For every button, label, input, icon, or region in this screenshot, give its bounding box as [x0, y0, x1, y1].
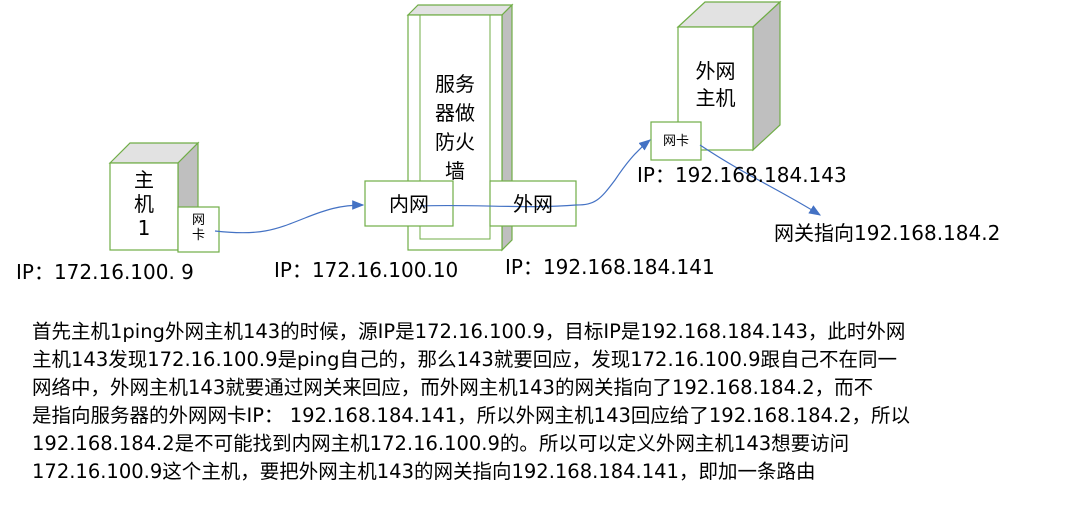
description-line: 是指向服务器的外网网卡IP： 192.168.184.141，所以外网主机143…: [32, 404, 911, 427]
ext-host-nic-box: [650, 121, 702, 161]
arrow-host1-to-inner-nic: [214, 200, 365, 234]
description-line: 首先主机1ping外网主机143的时候，源IP是172.16.100.9，目标I…: [32, 320, 906, 343]
firewall-outer-nic-label: 外网: [513, 192, 553, 216]
ext-host-box: [676, 0, 782, 152]
description-line: 网络中，外网主机143就要通过网关来回应，而外网主机143的网关指向了192.1…: [32, 376, 874, 399]
firewall-inner-nic-box: [364, 180, 454, 227]
description-line: 192.168.184.2是不可能找到内网主机172.16.100.9的。所以可…: [32, 432, 850, 455]
ext-host-nic-label: 网卡: [662, 134, 689, 149]
firewall-inner-nic-label: 内网: [389, 192, 429, 216]
firewall-outer-nic-box: [489, 180, 577, 227]
host1-label: 主 机 1: [134, 168, 154, 240]
ext-host-gateway: 网关指向192.168.184.2: [774, 221, 1001, 245]
arrow-outer-nic-to-ext-host: [575, 139, 651, 206]
description-line: 172.16.100.9这个主机，要把外网主机143的网关指向192.168.1…: [32, 460, 816, 483]
description: 首先主机1ping外网主机143的时候，源IP是172.16.100.9，目标I…: [32, 318, 1042, 486]
host1-ip: IP：172.16.100. 9: [16, 260, 194, 284]
firewall-outer-ip: IP：192.168.184.141: [505, 255, 715, 279]
firewall-label: 服务 器做 防火 墙: [435, 72, 475, 183]
description-line: 主机143发现172.16.100.9是ping自己的，那么143就要回应，发现…: [32, 348, 897, 371]
host1-nic-label: 网 卡: [191, 213, 205, 243]
ext-host-label: 外网 主机: [695, 59, 736, 110]
ext-host-ip: IP：192.168.184.143: [637, 163, 847, 187]
host1-nic-box: [177, 206, 220, 253]
arrow-gateway: [699, 144, 822, 216]
firewall-inner-ip: IP：172.16.100.10: [274, 258, 459, 282]
arrow-inner-to-outer-nic: [419, 204, 577, 208]
